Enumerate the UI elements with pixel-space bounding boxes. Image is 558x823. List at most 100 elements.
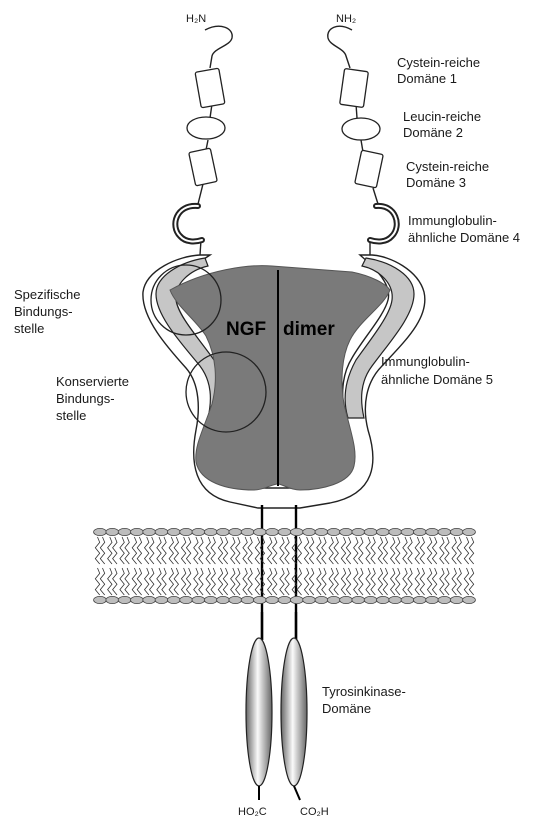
lipid-tail bbox=[199, 537, 203, 564]
lipid-tail bbox=[378, 537, 382, 564]
tyrosine-kinase-domain-right bbox=[281, 638, 307, 786]
lipid-head bbox=[192, 596, 205, 603]
lipid-tail bbox=[366, 537, 370, 564]
lipid-head bbox=[327, 596, 340, 603]
lipid-tail bbox=[174, 537, 178, 564]
lipid-tail bbox=[285, 568, 289, 595]
lipid-head bbox=[278, 596, 291, 603]
lipid-head bbox=[229, 528, 242, 535]
lipid-head bbox=[94, 528, 107, 535]
lipid-head bbox=[118, 528, 131, 535]
lipid-tail bbox=[346, 568, 350, 595]
cysteine-domain-1-right bbox=[340, 69, 369, 108]
lipid-tail bbox=[420, 568, 424, 595]
lipid-head bbox=[155, 596, 168, 603]
lipid-head bbox=[327, 528, 340, 535]
lipid-tail bbox=[181, 568, 185, 595]
lipid-tail bbox=[383, 537, 387, 564]
lipid-head bbox=[229, 596, 242, 603]
lipid-head bbox=[266, 596, 279, 603]
lipid-tail bbox=[415, 537, 419, 564]
lipid-head bbox=[217, 528, 230, 535]
lipid-tail bbox=[162, 537, 166, 564]
lipid-head bbox=[303, 596, 316, 603]
lipid-tail bbox=[145, 537, 149, 564]
lipid-tail bbox=[231, 537, 235, 564]
lipid-tail bbox=[248, 537, 252, 564]
lipid-head bbox=[377, 528, 390, 535]
lipid-tail bbox=[359, 537, 363, 564]
lipid-tail bbox=[383, 568, 387, 595]
lipid-tails bbox=[95, 537, 473, 595]
lipid-tail bbox=[457, 568, 461, 595]
lipid-tail bbox=[125, 568, 129, 595]
lipid-head bbox=[143, 528, 156, 535]
lipid-tail bbox=[304, 568, 308, 595]
lipid-head bbox=[438, 528, 451, 535]
lipid-tail bbox=[120, 568, 124, 595]
lipid-head bbox=[340, 596, 353, 603]
lipid-tail bbox=[371, 537, 375, 564]
lipid-head bbox=[131, 528, 144, 535]
lipid-tail bbox=[391, 568, 395, 595]
dimer-label: dimer bbox=[283, 319, 335, 340]
lipid-head bbox=[266, 528, 279, 535]
lipid-tail bbox=[469, 568, 473, 595]
lipid-tail bbox=[157, 537, 161, 564]
lipid-tail bbox=[169, 537, 173, 564]
lipid-head bbox=[180, 528, 193, 535]
lipid-tail bbox=[341, 537, 345, 564]
lipid-tail bbox=[169, 568, 173, 595]
lipid-tail bbox=[145, 568, 149, 595]
lipid-tail bbox=[206, 568, 210, 595]
lipid-tail bbox=[322, 568, 326, 595]
lipid-head bbox=[352, 596, 365, 603]
leucine-domain-2-right bbox=[342, 118, 380, 140]
lipid-tail bbox=[359, 568, 363, 595]
label-conserved-binding-site: Konservierte Bindungs- stelle bbox=[56, 374, 133, 423]
lipid-tail bbox=[285, 537, 289, 564]
lipid-head bbox=[241, 528, 254, 535]
lipid-head bbox=[241, 596, 254, 603]
lipid-tail bbox=[194, 537, 198, 564]
lipid-tail bbox=[100, 537, 104, 564]
lipid-tail bbox=[309, 537, 313, 564]
lipid-tail bbox=[223, 537, 227, 564]
lipid-head bbox=[450, 596, 463, 603]
lipid-tail bbox=[236, 568, 240, 595]
c-terminus-left-label: HO₂C bbox=[238, 806, 267, 818]
lipid-head bbox=[167, 596, 180, 603]
lipid-tail bbox=[162, 568, 166, 595]
lipid-head bbox=[204, 596, 217, 603]
lipid-tail bbox=[137, 537, 141, 564]
lipid-tail bbox=[125, 537, 129, 564]
c-terminal-tail-right bbox=[294, 786, 300, 800]
lipid-head bbox=[303, 528, 316, 535]
receptor-chain-left bbox=[198, 26, 232, 255]
lipid-tail bbox=[297, 537, 301, 564]
lipid-head bbox=[389, 596, 402, 603]
cell-membrane bbox=[94, 528, 476, 603]
lipid-tail bbox=[378, 568, 382, 595]
lipid-head bbox=[180, 596, 193, 603]
lipid-tail bbox=[95, 537, 99, 564]
lipid-head bbox=[254, 596, 267, 603]
lipid-tail bbox=[174, 568, 178, 595]
lipid-tail bbox=[113, 537, 117, 564]
lipid-heads-outer bbox=[94, 528, 476, 535]
lipid-tail bbox=[194, 568, 198, 595]
n-terminal-tail-left bbox=[205, 26, 232, 68]
lipid-head bbox=[450, 528, 463, 535]
lipid-tail bbox=[273, 537, 277, 564]
lipid-tail bbox=[218, 537, 222, 564]
lipid-head bbox=[377, 596, 390, 603]
label-ig-domain-5: Immunglobulin- ähnliche Domäne 5 bbox=[381, 354, 493, 387]
lipid-tail bbox=[334, 568, 338, 595]
ig-domain-4-right-inner bbox=[370, 206, 397, 242]
lipid-tail bbox=[445, 537, 449, 564]
linker-left-3 bbox=[198, 184, 203, 204]
label-tyrosine-kinase-domain: Tyrosinkinase- Domäne bbox=[322, 684, 409, 716]
lipid-tail bbox=[334, 537, 338, 564]
lipid-tail bbox=[420, 537, 424, 564]
